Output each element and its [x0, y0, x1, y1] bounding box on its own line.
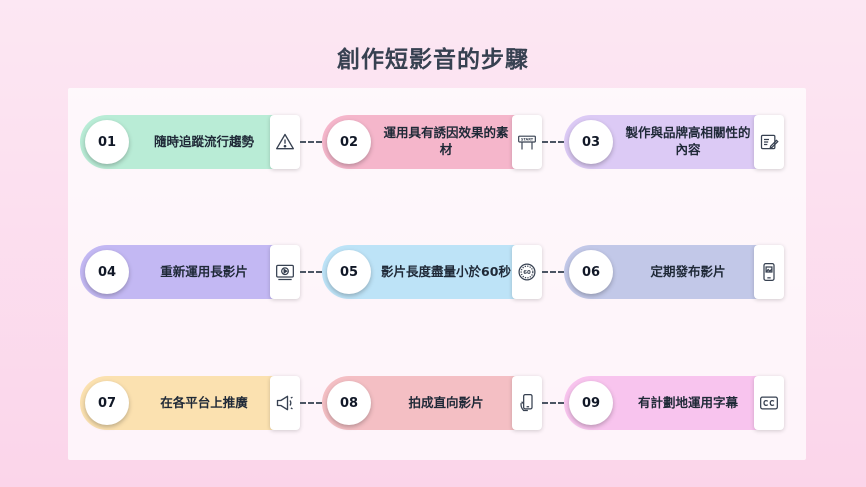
step-label: 拍成直向影片 — [408, 394, 484, 410]
video-play-icon — [275, 262, 295, 282]
step-number-badge: 04 — [85, 250, 129, 294]
step-01: 01 隨時追蹤流行趨勢 — [80, 115, 300, 169]
closed-caption-icon — [759, 393, 779, 413]
document-edit-icon — [759, 132, 779, 152]
warning-icon — [275, 132, 295, 152]
step-number: 07 — [97, 395, 117, 411]
step-number: 01 — [97, 134, 117, 150]
step-number-badge: 01 — [85, 120, 129, 164]
step-label: 影片長度盡量小於60秒 — [381, 263, 511, 279]
step-label: 定期發布影片 — [650, 263, 726, 279]
step-number-badge: 05 — [327, 250, 371, 294]
step-number: 09 — [581, 395, 601, 411]
step-icon-box — [754, 245, 784, 299]
phone-hand-icon — [517, 393, 537, 413]
step-label: 有計劃地運用字幕 — [637, 394, 738, 410]
page-title: 創作短影音的步驟 — [337, 47, 529, 73]
step-09: 09 有計劃地運用字幕 — [564, 376, 784, 430]
step-icon-box — [754, 115, 784, 169]
step-08: 08 拍成直向影片 — [322, 376, 542, 430]
step-icon-box — [270, 376, 300, 430]
step-connector-dash — [300, 402, 322, 404]
step-connector-dash — [542, 271, 564, 273]
step-number-badge: 06 — [569, 250, 613, 294]
step-number: 08 — [339, 395, 359, 411]
step-number: 04 — [97, 264, 117, 280]
sixty-seconds-icon: 60 — [517, 262, 537, 282]
mobile-image-icon — [759, 262, 779, 282]
start-sign-text: START — [521, 138, 534, 142]
step-number-badge: 02 — [327, 120, 371, 164]
step-number-badge: 09 — [569, 381, 613, 425]
step-icon-box: 60 — [512, 245, 542, 299]
step-label: 隨時追蹤流行趨勢 — [153, 133, 254, 149]
step-number: 02 — [339, 134, 359, 150]
step-number: 06 — [581, 264, 601, 280]
start-sign-icon: START — [517, 132, 537, 152]
step-04: 04 重新運用長影片 — [80, 245, 300, 299]
step-connector-dash — [300, 271, 322, 273]
step-icon-box — [270, 245, 300, 299]
step-07: 07 在各平台上推廣 — [80, 376, 300, 430]
step-05: 05 影片長度盡量小於60秒 60 — [322, 245, 542, 299]
step-number: 03 — [581, 134, 601, 150]
step-connector-dash — [542, 141, 564, 143]
step-label: 在各平台上推廣 — [160, 394, 248, 410]
step-label: 重新運用長影片 — [160, 263, 248, 279]
step-number-badge: 07 — [85, 381, 129, 425]
step-number-badge: 03 — [569, 120, 613, 164]
step-02: 02 運用具有誘因效果的素材 START — [322, 115, 542, 169]
step-label: 製作與品牌高相關性的內容 — [625, 125, 751, 157]
step-03: 03 製作與品牌高相關性的內容 — [564, 115, 784, 169]
step-icon-box — [754, 376, 784, 430]
step-icon-box — [270, 115, 300, 169]
step-number: 05 — [339, 264, 359, 280]
step-connector-dash — [542, 402, 564, 404]
step-number-badge: 08 — [327, 381, 371, 425]
sixty-seconds-text: 60 — [523, 270, 531, 276]
step-connector-dash — [300, 141, 322, 143]
step-label: 運用具有誘因效果的素材 — [383, 125, 509, 157]
megaphone-icon — [275, 393, 295, 413]
step-icon-box: START — [512, 115, 542, 169]
step-icon-box — [512, 376, 542, 430]
step-06: 06 定期發布影片 — [564, 245, 784, 299]
